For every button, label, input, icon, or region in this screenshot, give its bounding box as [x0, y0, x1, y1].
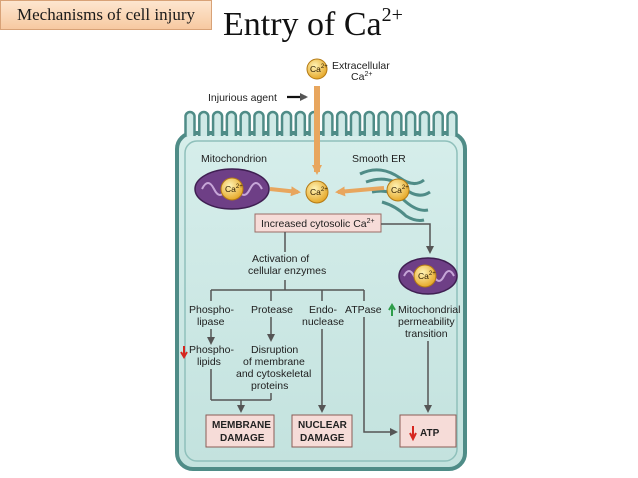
atp-decrease-arrow-icon — [409, 426, 417, 442]
phospholipids-label-2: lipids — [197, 356, 221, 368]
microvillus — [418, 110, 431, 136]
microvillus — [322, 110, 334, 136]
microvillus — [266, 110, 279, 136]
smooth-er: Ca2+ — [359, 168, 431, 222]
activation-label-2: cellular enzymes — [248, 265, 326, 277]
nuclear-damage-label-1: NUCLEAR — [298, 420, 348, 431]
microvillus — [391, 110, 403, 136]
nuclear-damage-label-2: DAMAGE — [300, 433, 345, 444]
microvillus — [225, 110, 238, 136]
atp-label: ATP — [420, 428, 440, 439]
microvilli — [184, 110, 458, 136]
mito-right-ca-label: Ca2+ — [418, 271, 436, 281]
smooth-er-label: Smooth ER — [352, 153, 406, 165]
phospholipase-label-1: Phospho- — [189, 304, 234, 316]
disruption-label-3: and cytoskeletal — [236, 368, 311, 380]
title-superscript: 2+ — [381, 4, 403, 26]
microvillus — [404, 110, 417, 136]
injurious-agent-label: Injurious agent — [208, 92, 277, 104]
increase-arrow-icon — [388, 303, 396, 316]
protease-label: Protease — [251, 304, 293, 316]
microvillus — [253, 110, 265, 136]
atp-box: ATP — [399, 414, 457, 448]
mito-left-ca-label: Ca2+ — [225, 184, 243, 194]
microvillus — [349, 110, 362, 136]
microvillus — [294, 110, 307, 136]
mito-perm-label-1: Mitochondrial — [398, 304, 460, 316]
mito-perm-label-2: permeability — [398, 316, 455, 328]
title-text: Entry of Ca — [223, 6, 382, 43]
decrease-arrow-icon — [180, 346, 188, 359]
phospholipids-label-1: Phospho- — [189, 344, 234, 356]
microvillus — [184, 110, 196, 136]
microvillus — [198, 110, 210, 136]
endonuclease-label-2: nuclease — [302, 316, 344, 328]
microvillus — [239, 110, 251, 136]
section-tag: Mechanisms of cell injury — [0, 0, 212, 30]
microvillus — [363, 110, 376, 136]
mitochondrion-right: Ca2+ — [398, 257, 458, 295]
extracellular-ca-label: Ca2+ — [310, 64, 328, 74]
box-to-mito-arrow — [381, 223, 434, 254]
disruption-label-2: of membrane — [243, 356, 305, 368]
microvillus — [446, 110, 458, 136]
increased-cytosolic-label: Increased cytosolic Ca2+ — [261, 218, 375, 230]
microvillus — [280, 110, 293, 136]
microvillus — [335, 110, 348, 136]
extracellular-label: Extracellular — [332, 60, 390, 72]
microvillus — [432, 110, 444, 136]
page-title: Entry of Ca2+ — [223, 4, 403, 44]
mito-to-cytosol-arrow — [269, 186, 301, 197]
membrane-damage-box: MEMBRANE DAMAGE — [205, 414, 275, 448]
cell — [175, 131, 467, 471]
disruption-label-4: proteins — [251, 380, 288, 392]
atpase-to-atp-arrow — [363, 317, 398, 436]
extracellular-calcium: Ca2+ — [306, 58, 328, 80]
nuclear-damage-box: NUCLEAR DAMAGE — [291, 414, 353, 448]
microvillus — [211, 110, 224, 136]
disruption-label-1: Disruption — [251, 344, 298, 356]
er-ca-label: Ca2+ — [391, 185, 409, 195]
phospholipase-label-2: lipase — [197, 316, 225, 328]
microvillus — [377, 110, 389, 136]
atpase-label: ATPase — [345, 304, 382, 316]
mito-perm-label-3: transition — [405, 328, 448, 340]
mitochondrion-label: Mitochondrion — [201, 153, 267, 165]
activation-label-1: Activation of — [252, 253, 309, 265]
increased-cytosolic-box: Increased cytosolic Ca2+ — [254, 213, 382, 233]
mitochondrion-left: Ca2+ — [194, 168, 270, 210]
membrane-damage-label-2: DAMAGE — [220, 433, 265, 444]
cytosolic-ca-label: Ca2+ — [310, 187, 328, 197]
endonuclease-label-1: Endo- — [309, 304, 338, 316]
er-to-cytosol-arrow — [335, 186, 385, 197]
extracellular-ca-text: Ca2+ — [351, 71, 372, 83]
cytosolic-calcium: Ca2+ — [305, 180, 329, 204]
membrane-damage-label-1: MEMBRANE — [212, 420, 271, 431]
